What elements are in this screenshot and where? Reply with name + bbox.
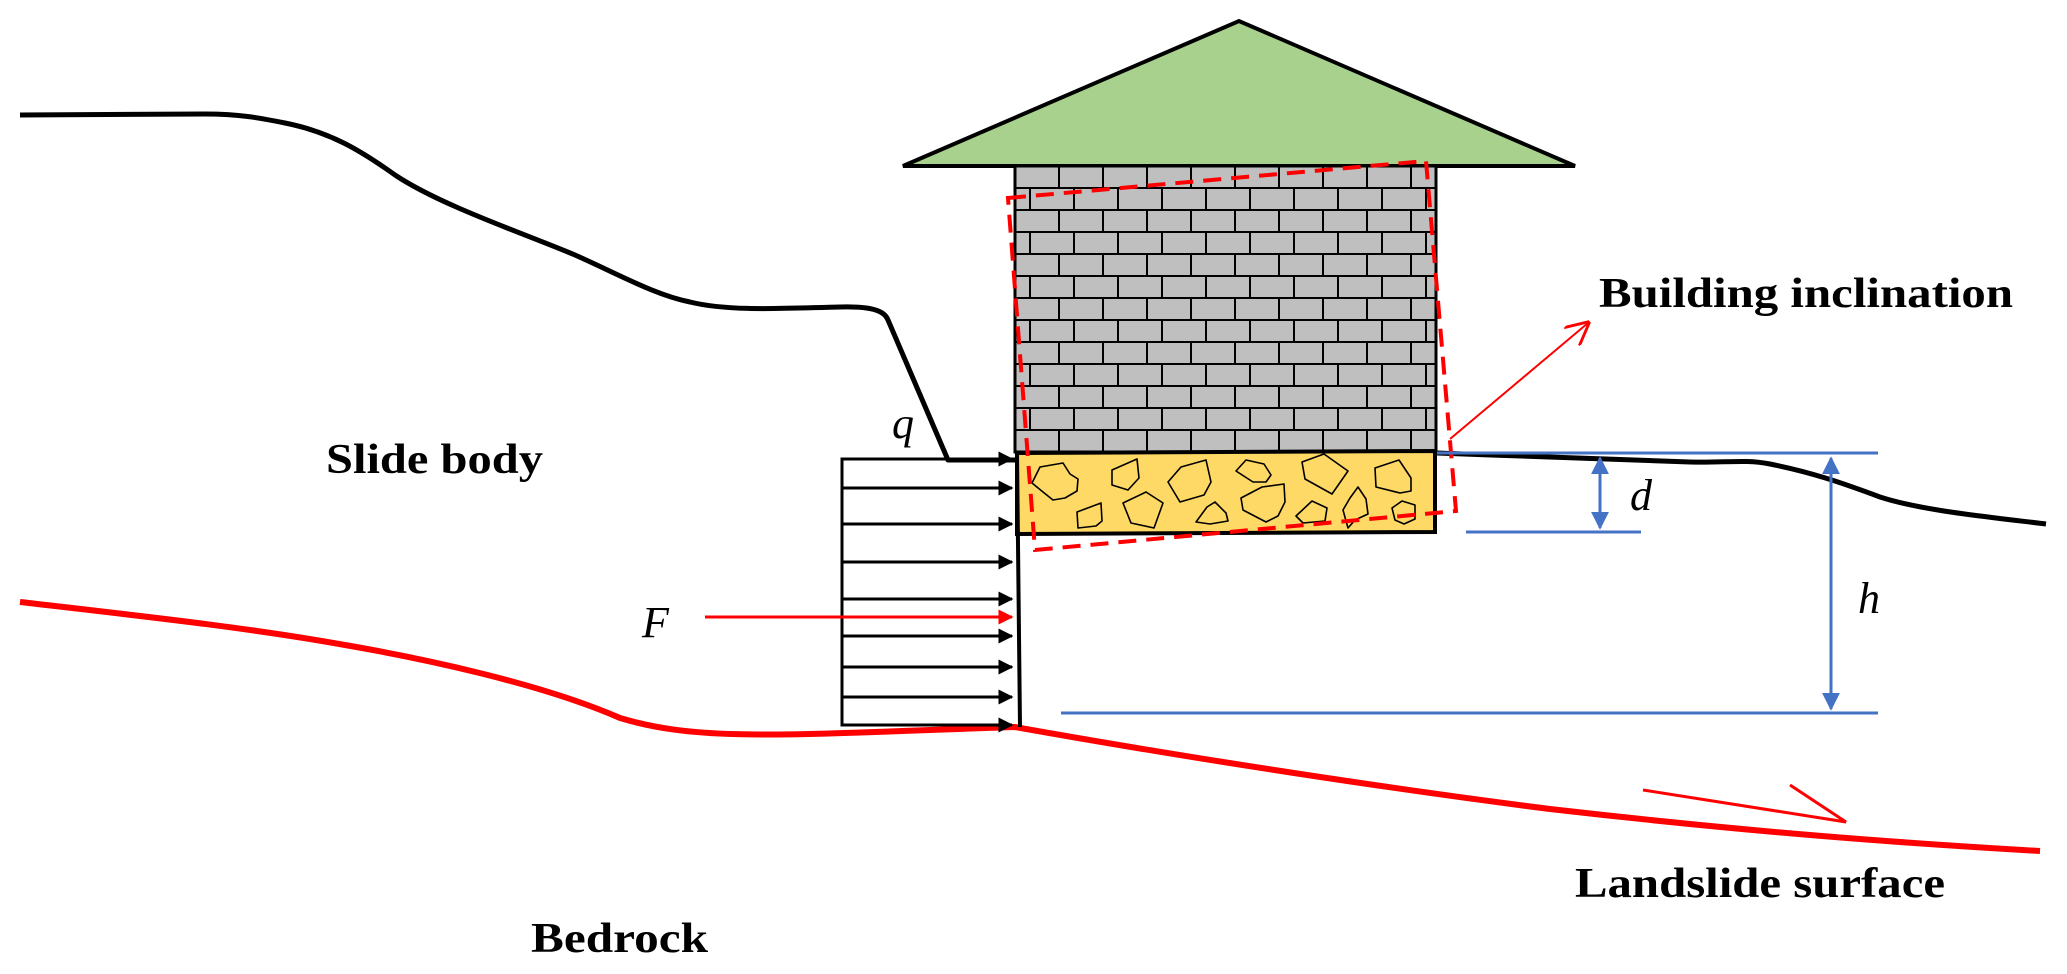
stone xyxy=(1031,462,1079,501)
stone xyxy=(1122,491,1164,529)
stone xyxy=(1342,486,1369,529)
landslide-surface-line xyxy=(19,599,2041,854)
bedrock-label: Bedrock xyxy=(531,916,709,962)
brick-wall xyxy=(1013,164,1438,454)
building-inclination-outline xyxy=(1005,158,1459,553)
depth-symbol-d: d xyxy=(1630,471,1653,520)
stone xyxy=(1076,502,1103,529)
stone xyxy=(1111,458,1140,491)
stone xyxy=(1301,453,1349,495)
landslide-surface-label: Landslide surface xyxy=(1575,861,1945,907)
ground-surface-left xyxy=(19,111,1015,463)
ground-surface-right xyxy=(1436,450,2047,527)
stone xyxy=(1295,500,1328,524)
stone xyxy=(1374,459,1412,494)
building-inclination-pointer xyxy=(1449,323,1588,440)
building-inclination-label: Building inclination xyxy=(1599,271,2013,317)
thickness-symbol-h: h xyxy=(1858,574,1880,623)
roof xyxy=(902,18,1576,168)
stone xyxy=(1167,459,1212,503)
stone xyxy=(1235,459,1272,483)
dimension-lines xyxy=(1061,451,1878,715)
slide-body-label: Slide body xyxy=(326,437,543,483)
force-symbol-F: F xyxy=(641,598,670,647)
foundation xyxy=(1015,448,1437,537)
load-symbol-q: q xyxy=(892,399,914,448)
stone xyxy=(1240,483,1286,523)
retaining-wall xyxy=(1015,452,1022,728)
load-distribution xyxy=(840,451,1014,733)
stone xyxy=(1195,501,1229,525)
stone xyxy=(1391,500,1416,525)
sliding-direction-arrow xyxy=(1642,783,1847,824)
